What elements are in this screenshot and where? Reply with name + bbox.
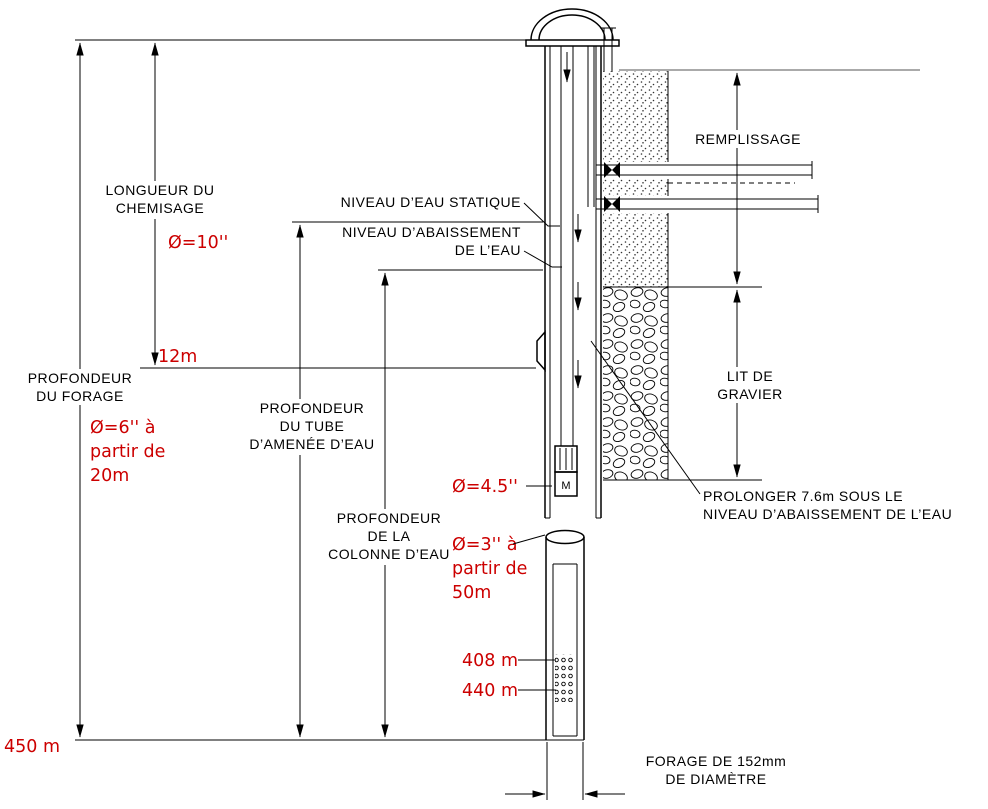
label-dia-3in-1: Ø=3'' à bbox=[452, 535, 517, 555]
discharge-pipes bbox=[587, 46, 819, 213]
motor-label: M bbox=[561, 480, 570, 492]
label-tube-depth-2: DU TUBE bbox=[280, 418, 345, 434]
water-level-annotations: NIVEAU D’EAU STATIQUE NIVEAU D’ABAISSEME… bbox=[341, 194, 562, 268]
label-backfill: REMPLISSAGE bbox=[695, 131, 801, 147]
extension-lines bbox=[75, 39, 762, 741]
label-drawdown-level-1: NIVEAU D’ABAISSEMENT bbox=[342, 224, 521, 240]
label-casing-length-2: CHEMISAGE bbox=[116, 200, 205, 216]
label-column-depth-1: PROFONDEUR bbox=[337, 510, 442, 526]
dim-supply-tube-depth: PROFONDEUR DU TUBE D’AMENÉE D’EAU bbox=[249, 224, 374, 738]
label-bore-diameter-1: FORAGE DE 152mm bbox=[646, 753, 787, 769]
label-prolonger-1: PROLONGER 7.6m SOUS LE bbox=[703, 488, 903, 504]
label-column-depth-3: COLONNE D’EAU bbox=[328, 546, 450, 562]
label-depth-408: 408 m bbox=[462, 651, 518, 671]
dim-water-column-depth: PROFONDEUR DE LA COLONNE D’EAU bbox=[328, 272, 450, 738]
dim-borehole-depth: PROFONDEUR DU FORAGE Ø=6'' à partir de 2… bbox=[4, 42, 165, 757]
pump-assembly: M bbox=[554, 445, 578, 497]
label-dia-10in: Ø=10'' bbox=[168, 233, 228, 253]
lower-pipe bbox=[545, 529, 585, 740]
label-dia-3in-2: partir de bbox=[452, 559, 527, 579]
label-bore-diameter-2: DE DIAMÈTRE bbox=[665, 771, 766, 787]
valve-icon bbox=[604, 162, 620, 178]
dim-casing-length: LONGUEUR DU CHEMISAGE Ø=10'' 12m bbox=[101, 42, 228, 367]
gravel-bed-area bbox=[603, 287, 668, 480]
label-dia-3in-3: 50m bbox=[452, 583, 491, 603]
dim-backfill: REMPLISSAGE bbox=[695, 72, 801, 285]
valve-icon bbox=[604, 196, 620, 212]
label-drawdown-level-2: DE L’EAU bbox=[455, 242, 521, 258]
label-casing-length-1: LONGUEUR DU bbox=[106, 182, 215, 198]
label-dia-6in-1: Ø=6'' à bbox=[90, 418, 155, 438]
label-tube-depth-1: PROFONDEUR bbox=[260, 400, 365, 416]
prolonger-annotation: PROLONGER 7.6m SOUS LE NIVEAU D’ABAISSEM… bbox=[590, 340, 952, 522]
label-depth-12m: 12m bbox=[158, 347, 197, 367]
label-column-depth-2: DE LA bbox=[368, 528, 411, 544]
casing-pipe bbox=[536, 46, 602, 519]
label-static-level: NIVEAU D’EAU STATIQUE bbox=[341, 194, 521, 210]
label-gravel-2: GRAVIER bbox=[717, 386, 782, 402]
label-borehole-depth-1: PROFONDEUR bbox=[28, 370, 133, 386]
label-dia-6in-3: 20m bbox=[90, 466, 129, 486]
label-gravel-1: LIT DE bbox=[727, 368, 773, 384]
screen-section bbox=[555, 654, 575, 702]
diameter-annotations: Ø=4.5'' Ø=3'' à partir de 50m 408 m 440 … bbox=[452, 477, 556, 701]
label-depth-440: 440 m bbox=[462, 681, 518, 701]
label-total-depth-450: 450 m bbox=[4, 737, 60, 757]
casing-shoe bbox=[536, 330, 546, 372]
dim-bore-diameter: FORAGE DE 152mm DE DIAMÈTRE bbox=[505, 742, 786, 800]
label-dia-45in: Ø=4.5'' bbox=[452, 477, 518, 497]
riser-pipe bbox=[560, 46, 582, 446]
label-prolonger-2: NIVEAU D’ABAISSEMENT DE L’EAU bbox=[703, 506, 952, 522]
motor-box bbox=[554, 471, 578, 497]
label-borehole-depth-2: DU FORAGE bbox=[36, 388, 124, 404]
dim-gravel-bed: LIT DE GRAVIER bbox=[712, 289, 788, 478]
label-tube-depth-3: D’AMENÉE D’EAU bbox=[249, 436, 374, 452]
label-dia-6in-2: partir de bbox=[90, 442, 165, 462]
